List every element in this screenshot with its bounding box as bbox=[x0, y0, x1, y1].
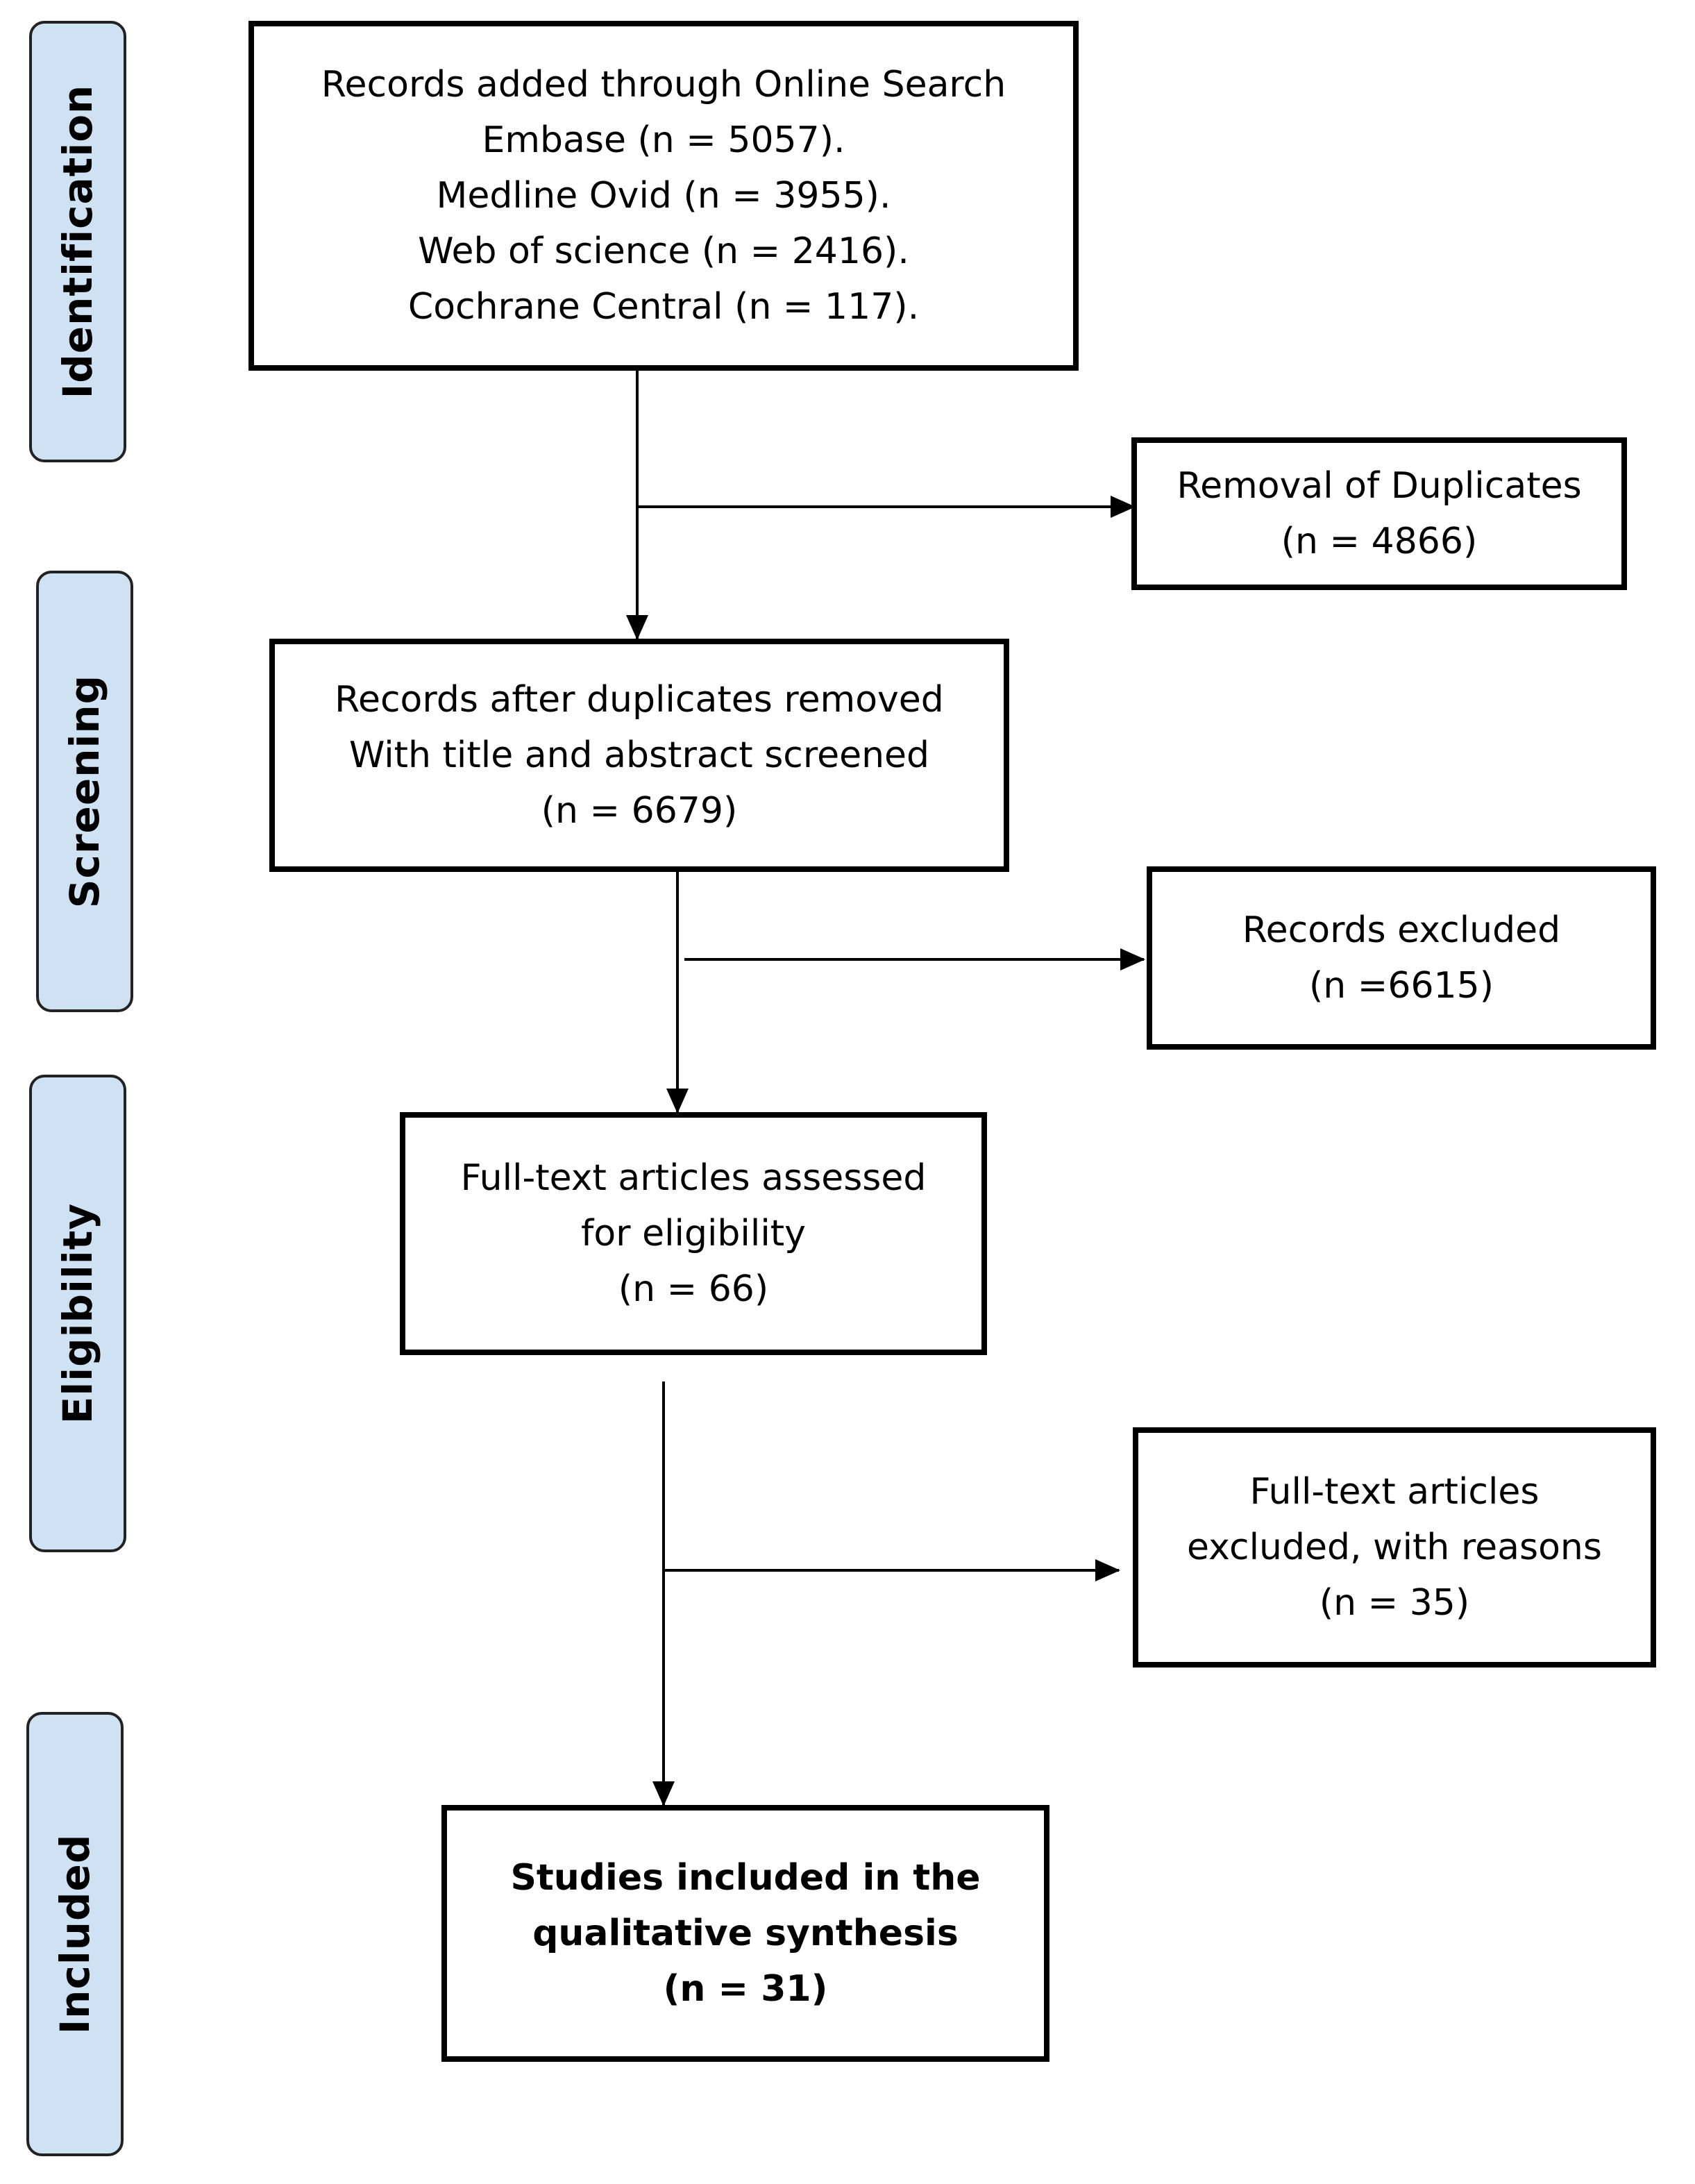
source-embase: Embase (n = 5057). bbox=[482, 119, 845, 161]
source-medline: Medline Ovid (n = 3955). bbox=[436, 175, 891, 217]
studies-included-title: Studies included in the bbox=[510, 1857, 981, 1899]
phase-screening: Screening bbox=[36, 571, 133, 1012]
fulltext-excluded-title: Full-text articles bbox=[1249, 1471, 1540, 1513]
after-duplicates-count: (n = 6679) bbox=[541, 790, 738, 832]
studies-included-subtitle: qualitative synthesis bbox=[532, 1913, 959, 1954]
fulltext-assessed-count: (n = 66) bbox=[618, 1268, 769, 1310]
source-web-of-science: Web of science (n = 2416). bbox=[418, 230, 909, 272]
fulltext-assessed-title: Full-text articles assessed bbox=[460, 1157, 927, 1199]
after-duplicates-title: Records after duplicates removed bbox=[335, 679, 944, 721]
phase-eligibility: Eligibility bbox=[29, 1075, 126, 1552]
source-cochrane: Cochrane Central (n = 117). bbox=[407, 286, 920, 328]
fulltext-excluded-count: (n = 35) bbox=[1319, 1582, 1470, 1624]
after-duplicates-box: Records after duplicates removed With ti… bbox=[269, 639, 1009, 872]
fulltext-excluded-subtitle: excluded, with reasons bbox=[1187, 1527, 1602, 1568]
studies-included-box: Studies included in the qualitative synt… bbox=[441, 1805, 1049, 2062]
records-excluded-title: Records excluded bbox=[1242, 909, 1561, 951]
duplicates-removed-title: Removal of Duplicates bbox=[1177, 465, 1582, 507]
after-duplicates-subtitle: With title and abstract screened bbox=[348, 734, 930, 776]
fulltext-assessed-box: Full-text articles assessed for eligibil… bbox=[400, 1112, 987, 1355]
records-excluded-count: (n =6615) bbox=[1309, 965, 1494, 1007]
online-search-box: Records added through Online Search Emba… bbox=[248, 21, 1079, 371]
fulltext-excluded-box: Full-text articles excluded, with reason… bbox=[1133, 1427, 1656, 1668]
duplicates-removed-count: (n = 4866) bbox=[1281, 521, 1478, 562]
online-search-title: Records added through Online Search bbox=[321, 64, 1006, 106]
studies-included-count: (n = 31) bbox=[663, 1968, 828, 2010]
duplicates-removed-box: Removal of Duplicates (n = 4866) bbox=[1131, 437, 1627, 590]
records-excluded-box: Records excluded (n =6615) bbox=[1147, 866, 1656, 1050]
phase-identification: Identification bbox=[29, 21, 126, 462]
fulltext-assessed-subtitle: for eligibility bbox=[581, 1213, 806, 1254]
phase-included: Included bbox=[26, 1712, 124, 2156]
